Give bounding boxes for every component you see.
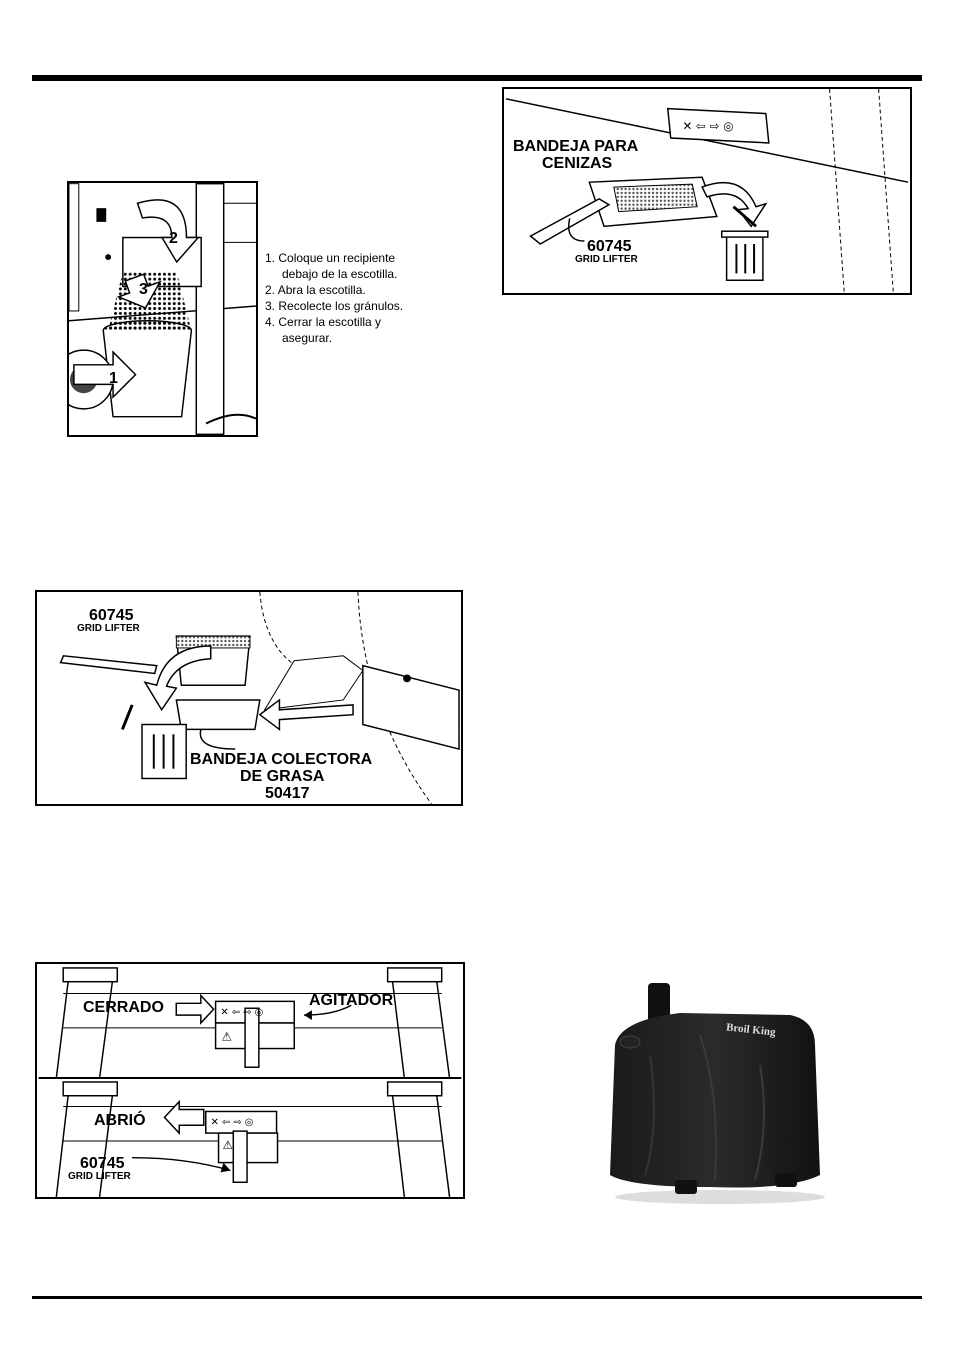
grease-tray-illustration: 60745 GRID LIFTER BANDEJA COLECTORA DE G… xyxy=(35,590,463,806)
svg-text:⚠: ⚠ xyxy=(221,1030,232,1044)
agitator-illustration: ✕ ⇦ ⇨ ◎ ⚠ ✕ ⇦ ⇨ ◎ ⚠ CERRADO AGITADOR ABR… xyxy=(35,962,465,1199)
svg-text:✕ ⇦ ⇨ ◎: ✕ ⇦ ⇨ ◎ xyxy=(221,1007,264,1018)
ash-tray-title-line1: BANDEJA PARA xyxy=(513,138,639,155)
arrow-label-2: 2 xyxy=(169,230,178,247)
open-label: ABRIÓ xyxy=(94,1112,146,1129)
ash-part-number: 60745 xyxy=(587,238,632,255)
agitator-label: AGITADOR xyxy=(309,992,394,1009)
footer-rule xyxy=(32,1296,922,1299)
step-item: 2. Abra la escotilla. xyxy=(265,283,366,297)
arrow-label-1: 1 xyxy=(109,370,118,387)
svg-text:⚠: ⚠ xyxy=(222,1138,233,1152)
ash-part-name: GRID LIFTER xyxy=(575,254,638,265)
ash-tray-drawing: ✕ ⇦ ⇨ ◎ xyxy=(505,89,909,293)
ash-tray-illustration: ✕ ⇦ ⇨ ◎ BANDEJA PARA CENIZAS 60745 GRID … xyxy=(502,87,912,295)
svg-text:✕ ⇦ ⇨ ◎: ✕ ⇦ ⇨ ◎ xyxy=(211,1117,254,1128)
agitator-part-number: 60745 xyxy=(80,1155,125,1172)
closed-label: CERRADO xyxy=(83,999,164,1016)
grill-cover-drawing xyxy=(610,983,825,1204)
grease-tray-number: 50417 xyxy=(265,785,310,802)
arrow-label-3: 3 xyxy=(139,281,148,298)
grease-tray-drawing xyxy=(59,592,460,804)
svg-text:✕ ⇦ ⇨ ◎: ✕ ⇦ ⇨ ◎ xyxy=(682,119,733,133)
ash-tray-title-line2: CENIZAS xyxy=(542,155,613,172)
header-rule xyxy=(32,75,922,81)
agitator-part-name: GRID LIFTER xyxy=(68,1171,131,1182)
grease-part-name: GRID LIFTER xyxy=(77,623,140,634)
step-item: 3. Recolecte los gránulos. xyxy=(265,299,404,313)
grease-tray-line2: DE GRASA xyxy=(240,768,325,785)
hatch-drawing xyxy=(69,183,256,435)
agitator-drawing: ✕ ⇦ ⇨ ◎ ⚠ ✕ ⇦ ⇨ ◎ ⚠ xyxy=(38,967,462,1197)
grease-part-number: 60745 xyxy=(89,607,134,624)
hatch-illustration: 1 2 3 xyxy=(67,181,258,437)
grill-cover-photo: Broil King xyxy=(590,975,830,1205)
grease-tray-line1: BANDEJA COLECTORA xyxy=(190,751,373,768)
